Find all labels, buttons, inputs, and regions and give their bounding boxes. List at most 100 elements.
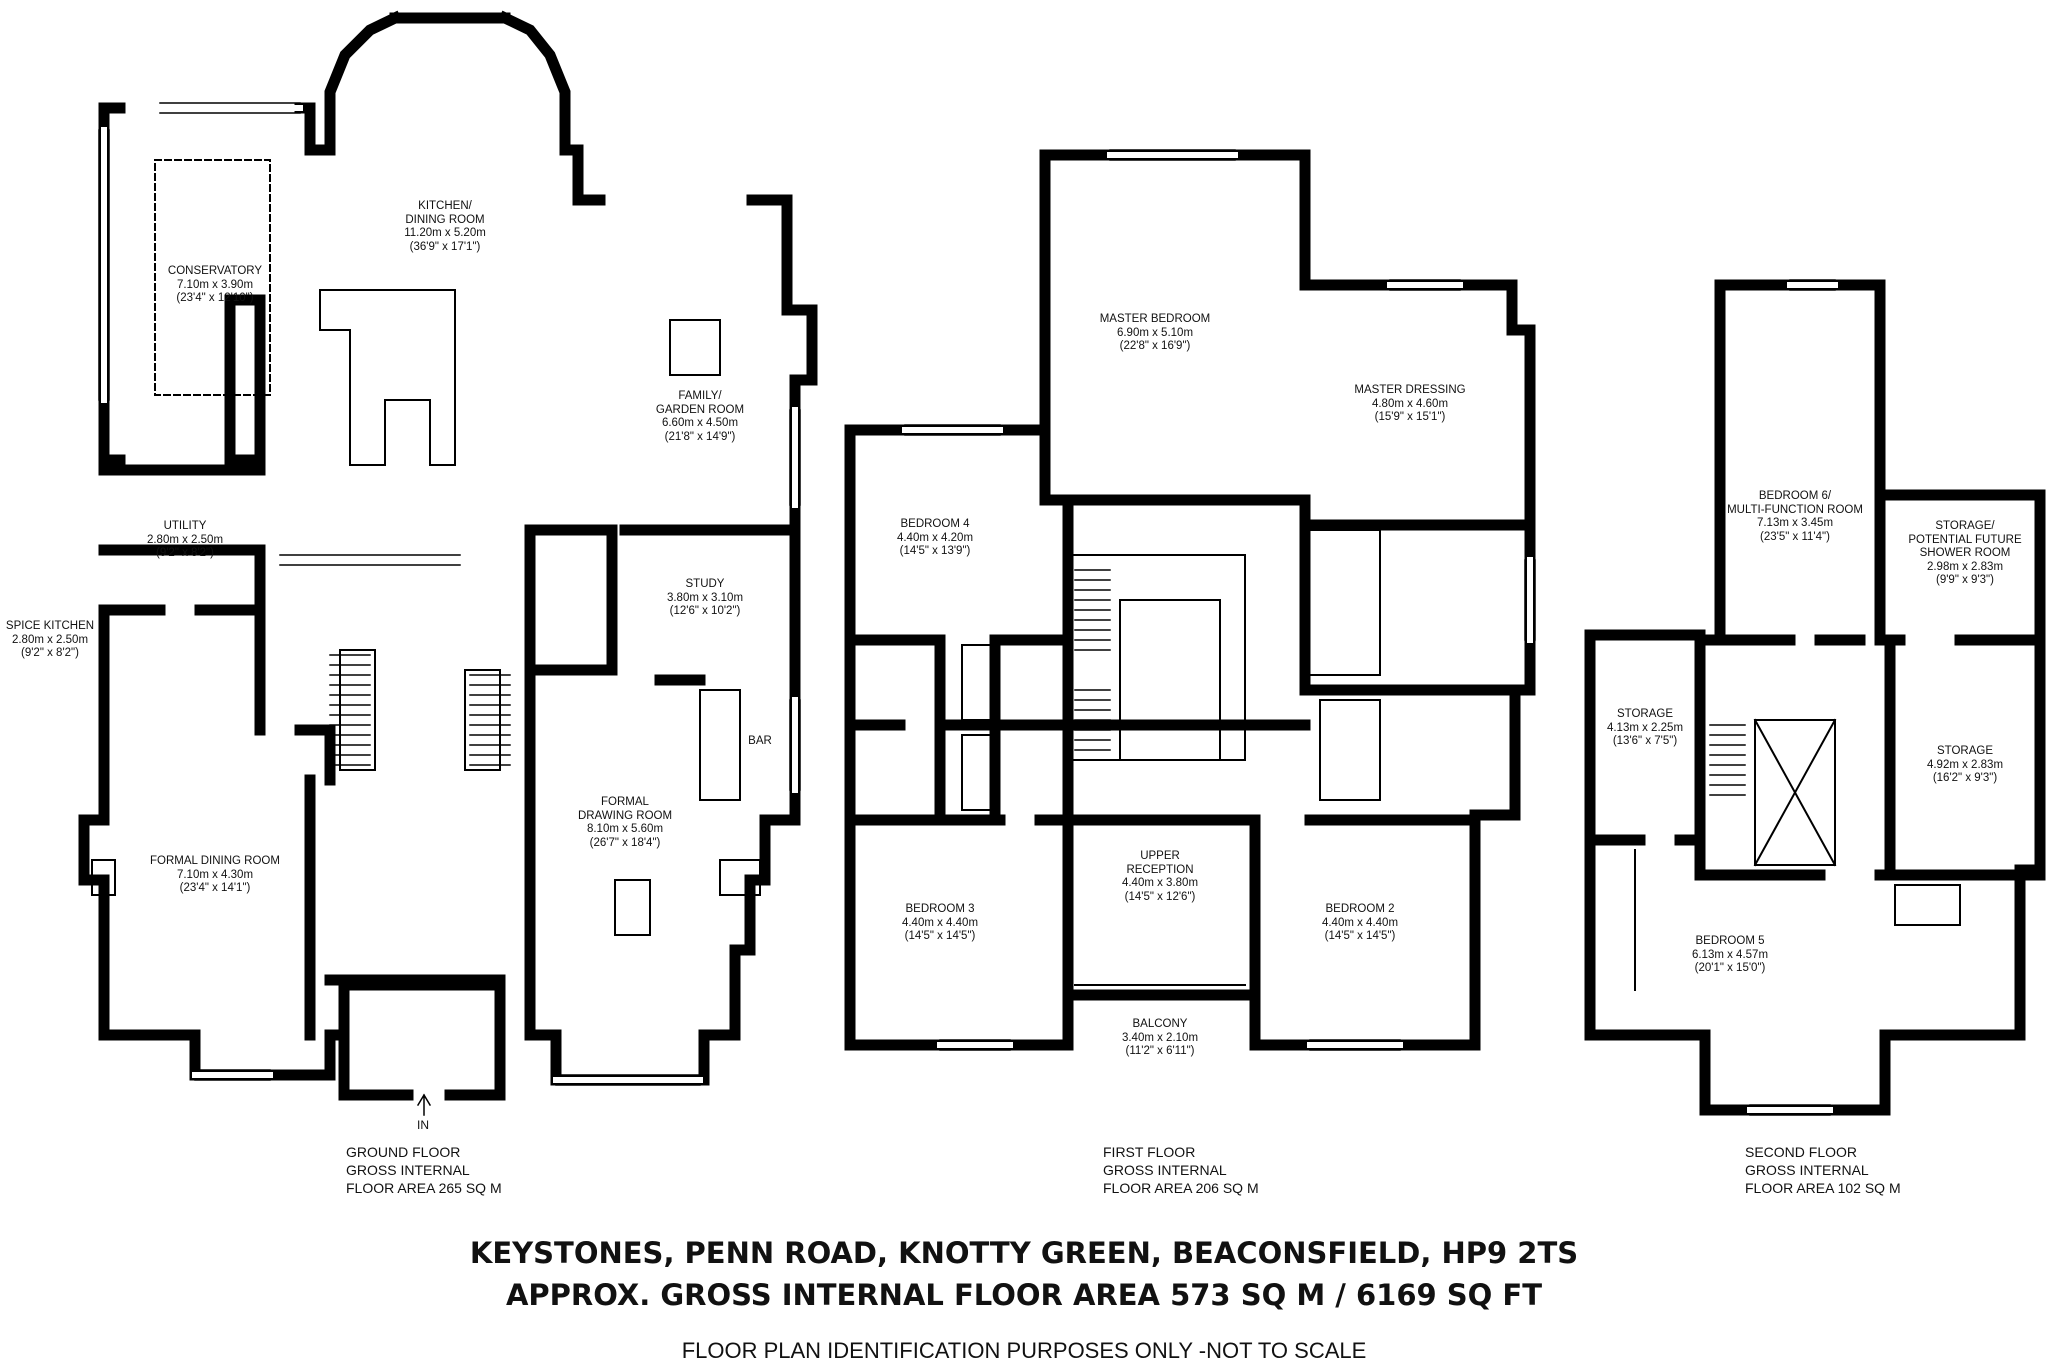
room-size-metric: 6.90m x 5.10m	[1116, 326, 1194, 339]
floor-area-note-second: SECOND FLOOR GROSS INTERNAL FLOOR AREA 1…	[1745, 1143, 1901, 1197]
room-name: STORAGE	[1616, 708, 1674, 720]
room-label-bedroom-2: BEDROOM 2 4.40m x 4.40m (14'5" x 14'5")	[1300, 903, 1420, 944]
second-floor-thin-lines	[1634, 718, 1961, 991]
room-label-family-garden: FAMILY/ GARDEN ROOM 6.60m x 4.50m (21'8"…	[625, 390, 775, 444]
room-size-metric: 6.13m x 4.57m	[1691, 948, 1769, 961]
room-name: BEDROOM 4	[900, 518, 970, 530]
room-size-imperial: (14'5" x 13'9")	[899, 545, 971, 557]
floor-gross-label: GROSS INTERNAL	[1103, 1162, 1227, 1178]
room-label-conservatory: CONSERVATORY 7.10m x 3.90m (23'4" x 12'1…	[130, 265, 300, 306]
room-size-metric: 7.10m x 3.90m	[176, 278, 254, 291]
room-name: RECEPTION	[1126, 863, 1194, 876]
room-name: UTILITY	[163, 520, 207, 532]
room-size-imperial: (23'4" x 14'1")	[179, 882, 251, 894]
floor-area: FLOOR AREA 102 SQ M	[1745, 1180, 1901, 1196]
disclaimer-text: FLOOR PLAN IDENTIFICATION PURPOSES ONLY …	[681, 1338, 1367, 1363]
first-floor-thin-lines	[961, 529, 1381, 986]
room-name: MASTER BEDROOM	[1099, 313, 1211, 325]
room-size-imperial: (22'8" x 16'9")	[1119, 340, 1191, 352]
floor-name: FIRST FLOOR	[1103, 1144, 1196, 1160]
room-size-metric: 6.60m x 4.50m	[661, 417, 739, 429]
room-size-metric: 4.40m x 3.80m	[1121, 877, 1199, 889]
room-name: SPICE KITCHEN	[5, 620, 95, 632]
room-label-storage-left: STORAGE 4.13m x 2.25m (13'6" x 7'5")	[1595, 708, 1695, 749]
room-size-metric: 11.20m x 5.20m	[404, 227, 486, 239]
room-label-upper-reception: UPPER RECEPTION 4.40m x 3.80m (14'5" x 1…	[1100, 850, 1220, 904]
room-name: DINING ROOM	[405, 213, 485, 226]
room-name: FORMAL	[601, 796, 649, 808]
room-name: CONSERVATORY	[167, 265, 263, 277]
room-label-spice-kitchen: SPICE KITCHEN 2.80m x 2.50m (9'2" x 8'2"…	[0, 620, 100, 661]
room-label-balcony: BALCONY 3.40m x 2.10m (11'2" x 6'11")	[1105, 1018, 1215, 1059]
total-floor-area-title: APPROX. GROSS INTERNAL FLOOR AREA 573 SQ…	[505, 1278, 1543, 1312]
room-label-bar: BAR	[740, 735, 780, 749]
room-size-imperial: (36'9" x 17'1")	[409, 240, 481, 253]
room-name: BALCONY	[1132, 1018, 1188, 1030]
ground-floor-windows	[101, 105, 798, 1083]
room-label-study: STUDY 3.80m x 3.10m (12'6" x 10'2")	[645, 578, 765, 619]
room-name: KITCHEN/	[418, 200, 472, 212]
room-name: STUDY	[685, 578, 725, 590]
room-size-imperial: (9'2" x 8'2")	[156, 547, 214, 559]
room-name: STORAGE	[1936, 745, 1994, 757]
room-size-metric: 4.13m x 2.25m	[1606, 721, 1684, 734]
room-name: DRAWING ROOM	[577, 809, 673, 822]
room-size-metric: 3.80m x 3.10m	[666, 591, 744, 604]
room-size-imperial: (9'2" x 8'2")	[21, 647, 79, 659]
room-label-bedroom-6: BEDROOM 6/ MULTI-FUNCTION ROOM 7.13m x 3…	[1720, 490, 1870, 544]
first-floor-walls	[844, 149, 1536, 1051]
room-label-master-bedroom: MASTER BEDROOM 6.90m x 5.10m (22'8" x 16…	[1085, 313, 1225, 354]
room-size-imperial: (13'6" x 7'5")	[1612, 735, 1678, 747]
room-size-metric: 4.40m x 4.40m	[1321, 916, 1399, 929]
room-name: STORAGE/	[1935, 520, 1995, 532]
floor-area-note-ground: GROUND FLOOR GROSS INTERNAL FLOOR AREA 2…	[346, 1143, 502, 1197]
entrance-label: IN	[417, 1118, 429, 1132]
room-size-metric: 4.92m x 2.83m	[1926, 758, 2004, 771]
floor-name: GROUND FLOOR	[346, 1144, 461, 1160]
ground-floor-thin-lines	[91, 159, 761, 936]
room-size-imperial: (23'5" x 11'4")	[1760, 530, 1830, 543]
room-name: FAMILY/	[678, 390, 722, 402]
room-size-imperial: (23'4" x 12'10")	[176, 292, 254, 304]
room-size-metric: 4.40m x 4.20m	[896, 531, 974, 544]
room-label-formal-drawing: FORMAL DRAWING ROOM 8.10m x 5.60m (26'7"…	[555, 796, 695, 850]
room-name: UPPER	[1140, 850, 1180, 862]
room-size-imperial: (21'8" x 14'9")	[664, 430, 736, 443]
room-size-metric: 4.40m x 4.40m	[901, 916, 979, 929]
floor-area: FLOOR AREA 206 SQ M	[1103, 1180, 1259, 1196]
floor-gross-label: GROSS INTERNAL	[1745, 1162, 1869, 1178]
room-size-metric: 2.80m x 2.50m	[11, 633, 89, 646]
room-name: BEDROOM 6/	[1758, 490, 1832, 502]
room-name: BAR	[748, 735, 772, 747]
room-size-imperial: (14'5" x 14'5")	[904, 930, 976, 942]
floor-name: SECOND FLOOR	[1745, 1144, 1858, 1160]
room-size-metric: 3.40m x 2.10m	[1121, 1031, 1199, 1044]
room-name: FORMAL DINING ROOM	[150, 855, 280, 867]
room-label-bedroom-5: BEDROOM 5 6.13m x 4.57m (20'1" x 15'0")	[1670, 935, 1790, 976]
room-name: POTENTIAL FUTURE	[1908, 533, 2022, 546]
room-size-metric: 7.10m x 4.30m	[176, 868, 254, 881]
room-name: BEDROOM 5	[1695, 935, 1765, 947]
first-floor-stairs	[1074, 569, 1111, 751]
room-name: BEDROOM 3	[905, 903, 975, 915]
floor-area: FLOOR AREA 265 SQ M	[346, 1180, 502, 1196]
room-size-metric: 7.13m x 3.45m	[1756, 517, 1834, 529]
entrance-arrow	[416, 1093, 432, 1116]
room-size-imperial: (9'9" x 9'3")	[1936, 574, 1994, 586]
room-label-storage-shower: STORAGE/ POTENTIAL FUTURE SHOWER ROOM 2.…	[1895, 520, 2035, 588]
second-floor-walls	[1584, 279, 2046, 1116]
room-label-bedroom-4: BEDROOM 4 4.40m x 4.20m (14'5" x 13'9")	[880, 518, 990, 559]
floor-gross-label: GROSS INTERNAL	[346, 1162, 470, 1178]
room-size-imperial: (14'5" x 14'5")	[1324, 930, 1396, 942]
room-size-imperial: (12'6" x 10'2")	[669, 605, 741, 617]
ground-floor-stairs	[329, 654, 511, 766]
room-name: MULTI-FUNCTION ROOM	[1727, 503, 1863, 516]
room-label-storage-right: STORAGE 4.92m x 2.83m (16'2" x 9'3")	[1905, 745, 2025, 786]
second-floor-stairs	[1709, 724, 1746, 796]
room-size-imperial: (16'2" x 9'3")	[1932, 772, 1998, 784]
room-size-imperial: (15'9" x 15'1")	[1374, 411, 1446, 423]
room-name: SHOWER ROOM	[1919, 547, 2011, 559]
floor-area-note-first: FIRST FLOOR GROSS INTERNAL FLOOR AREA 20…	[1103, 1143, 1259, 1197]
room-size-imperial: (14'5" x 12'6")	[1124, 890, 1196, 903]
